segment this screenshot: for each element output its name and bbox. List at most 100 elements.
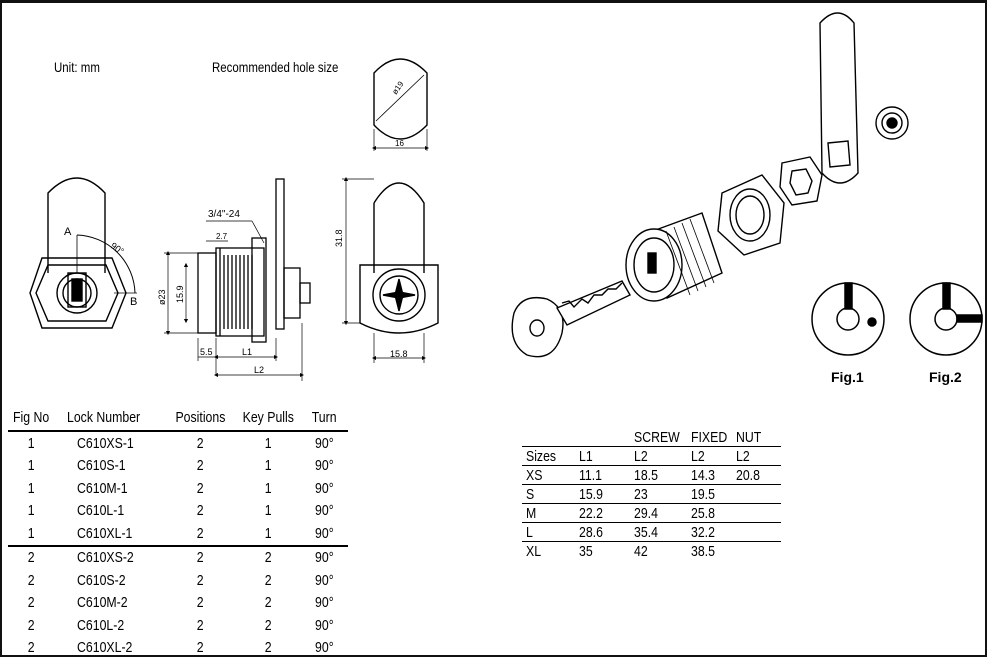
header-positions: Positions [175, 408, 226, 426]
sizes-sub-header-cell: L2 [634, 447, 648, 465]
nut-illustration [717, 174, 785, 256]
size-value-cell: 20.8 [736, 466, 760, 484]
turn-cell: 90° [315, 502, 334, 520]
dim-l2-label: L2 [254, 365, 264, 375]
turn-cell: 90° [315, 594, 334, 612]
size-name-cell: L [526, 523, 533, 541]
positions-cell: 2 [196, 549, 204, 567]
fig1-diagram [811, 282, 885, 356]
positions-cell: 2 [196, 502, 204, 520]
sizes-sub-header-cell: L2 [736, 447, 750, 465]
dim-l1-label: L1 [242, 347, 252, 357]
size-value-cell: 15.9 [579, 485, 603, 503]
sizes-sub-header-cell: Sizes [526, 447, 557, 465]
recommended-hole-diagram [371, 58, 430, 151]
key-pulls-cell: 2 [265, 549, 272, 567]
size-value-cell: 11.1 [579, 466, 603, 484]
positions-cell: 2 [196, 524, 204, 542]
size-value-cell: 14.3 [691, 466, 715, 484]
position-a-label: A [64, 226, 72, 238]
size-name-cell: XL [526, 542, 542, 560]
table-row: 1 C610L-1 2 1 90° [8, 500, 348, 523]
position-b-label: B [130, 296, 137, 308]
sizes-top-header-row: SCREW FIXED NUT [522, 428, 781, 447]
lock-number-cell: C610XS-2 [76, 549, 134, 567]
key-pulls-cell: 1 [265, 502, 272, 520]
lock-number-cell: C610S-2 [76, 571, 126, 589]
turn-cell: 90° [315, 524, 334, 542]
size-value-cell: 25.8 [691, 504, 715, 522]
header-lock-number: Lock Number [66, 408, 140, 426]
front-view [29, 177, 137, 329]
cam-illustration [819, 12, 909, 184]
positions-cell: 2 [196, 479, 204, 497]
fig-no-cell: 2 [27, 639, 35, 657]
key-pulls-cell: 1 [265, 479, 272, 497]
header-turn: Turn [312, 408, 337, 426]
fig-no-cell: 1 [27, 479, 35, 497]
fig-no-cell: 1 [27, 434, 35, 452]
sizes-top-header-screw: SCREW [634, 428, 680, 446]
size-name-cell: S [526, 485, 535, 503]
hole-dia-label: ø19 [390, 79, 406, 96]
angle-label: 90° [109, 240, 126, 256]
table-row: 2 C610XL-2 2 2 90° [8, 637, 348, 657]
side-view [164, 178, 311, 381]
turn-cell: 90° [315, 639, 334, 657]
lock-number-cell: C610L-2 [76, 616, 124, 634]
turn-cell: 90° [315, 479, 334, 497]
lock-number-cell: C610XS-1 [76, 434, 134, 452]
size-value-cell: 35 [579, 542, 593, 560]
turn-cell: 90° [315, 616, 334, 634]
fig-no-cell: 1 [27, 502, 35, 520]
table-header-row: Fig No Lock Number Positions Key Pulls T… [8, 404, 348, 432]
size-value-cell: 22.2 [579, 504, 603, 522]
sizes-top-header-fixed: FIXED [691, 428, 728, 446]
turn-cell: 90° [315, 549, 334, 567]
positions-cell: 2 [196, 571, 204, 589]
turn-cell: 90° [315, 457, 334, 475]
header-fig-no: Fig No [13, 408, 50, 426]
dim-31-8-label: 31.8 [334, 229, 344, 247]
lock-number-table: Fig No Lock Number Positions Key Pulls T… [8, 404, 348, 657]
positions-cell: 2 [196, 639, 204, 657]
fig2-caption: Fig.2 [929, 369, 962, 385]
size-value-cell: 28.6 [579, 523, 603, 541]
positions-cell: 2 [196, 457, 204, 475]
sizes-sub-header-cell: L1 [579, 447, 593, 465]
positions-cell: 2 [196, 616, 204, 634]
header-key-pulls: Key Pulls [242, 408, 295, 426]
table-row: XL 35 42 38.5 [522, 541, 781, 560]
fig2-diagram [909, 282, 983, 356]
size-value-cell: 42 [634, 542, 648, 560]
dim-2-7-label: 2.7 [216, 232, 228, 241]
sizes-top-header-nut: NUT [736, 428, 762, 446]
dim-15-8-label: 15.8 [390, 349, 408, 359]
lock-number-cell: C610L-1 [76, 502, 124, 520]
dim-5-5-label: 5.5 [200, 347, 213, 357]
fig-no-cell: 2 [27, 594, 35, 612]
lock-number-cell: C610M-1 [76, 479, 128, 497]
fig-no-cell: 1 [27, 457, 35, 475]
size-name-cell: M [526, 504, 537, 522]
key-pulls-cell: 2 [265, 594, 272, 612]
table-row: 1 C610M-1 2 1 90° [8, 477, 348, 500]
sizes-sub-header-cell: L2 [691, 447, 705, 465]
lock-number-cell: C610M-2 [76, 594, 128, 612]
lock-technical-drawing: ø19 16 A B 90° [29, 12, 983, 381]
size-value-cell: 38.5 [691, 542, 715, 560]
key-pulls-cell: 2 [265, 639, 272, 657]
lock-number-cell: C610XL-2 [76, 639, 133, 657]
key-pulls-cell: 1 [265, 457, 272, 475]
unit-label: Unit: mm [54, 59, 100, 75]
rear-view [342, 176, 439, 363]
fig1-caption: Fig.1 [831, 369, 864, 385]
